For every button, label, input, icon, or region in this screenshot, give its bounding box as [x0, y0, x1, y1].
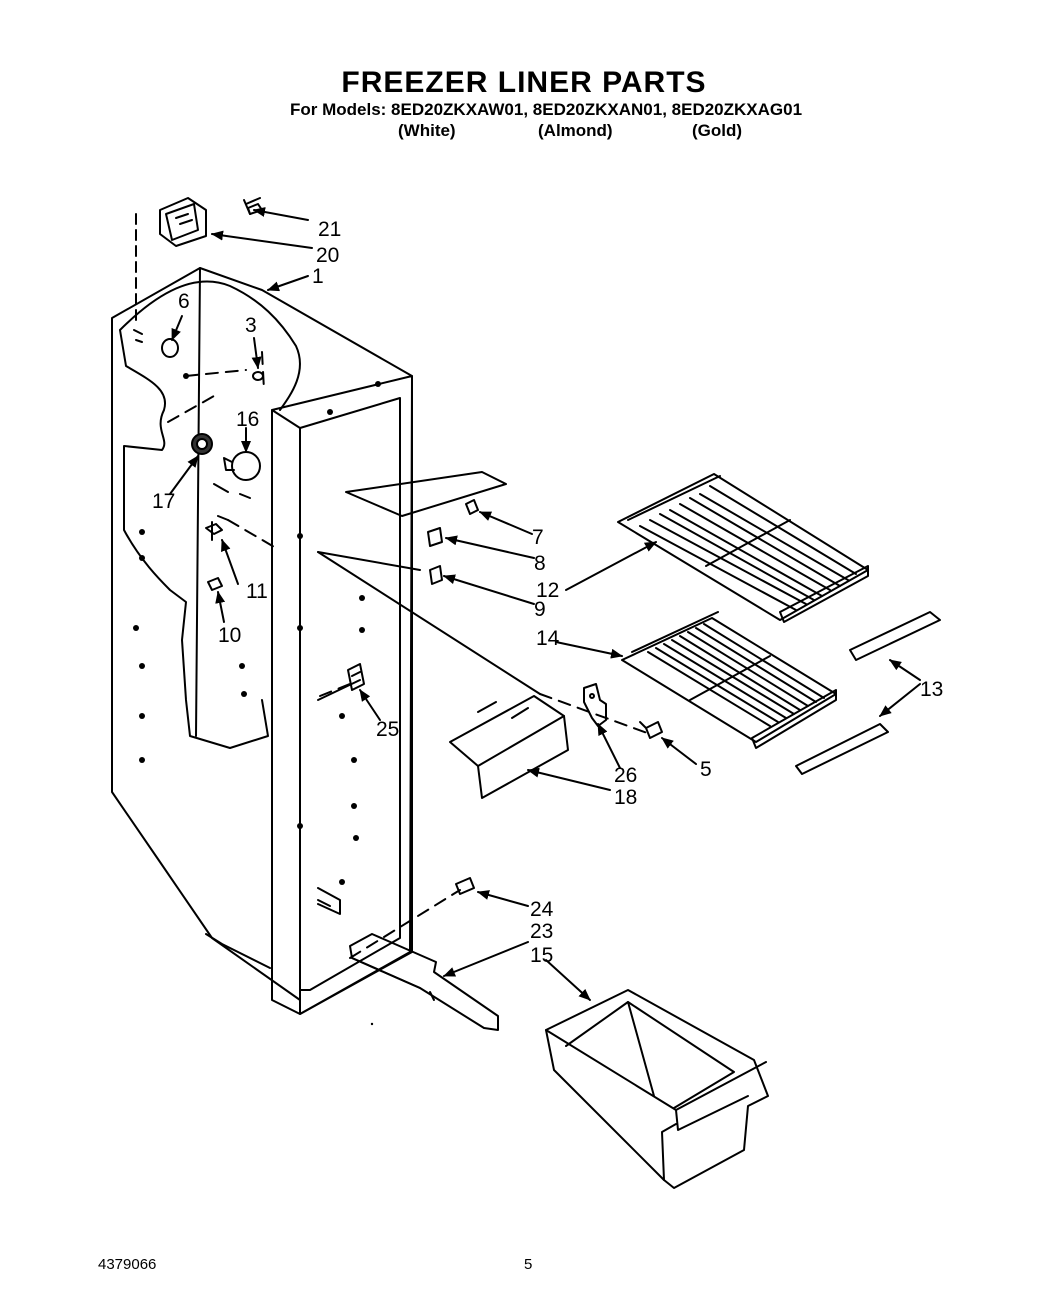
callout-9: 9 — [534, 598, 546, 621]
screw-3 — [252, 371, 264, 381]
label-card — [345, 471, 507, 517]
freezer-liner — [111, 267, 541, 1015]
callout-25: 25 — [376, 718, 399, 741]
light-socket — [191, 433, 213, 455]
footer-page-number: 5 — [524, 1256, 533, 1273]
clip-9 — [429, 565, 443, 585]
shelf-bracket-26 — [583, 683, 607, 727]
callout-3: 3 — [245, 314, 257, 337]
callout-15: 15 — [530, 944, 553, 967]
color-almond: (Almond) — [538, 121, 613, 140]
footer-part-number: 4379066 — [98, 1256, 157, 1273]
callout-16: 16 — [236, 408, 259, 431]
callout-1: 1 — [312, 265, 324, 288]
callout-21: 21 — [318, 218, 341, 241]
callout-7: 7 — [532, 526, 544, 549]
light-bulb — [223, 451, 261, 481]
callout-8: 8 — [534, 552, 546, 575]
callout-20: 20 — [316, 244, 339, 267]
callout-14: 14 — [536, 627, 560, 650]
callout-11: 11 — [246, 580, 268, 603]
callout-18: 18 — [614, 786, 637, 809]
clip-7 — [465, 499, 479, 515]
screw-5 — [639, 721, 663, 739]
shelf-support-18 — [449, 695, 569, 799]
page-title: FREEZER LINER PARTS — [341, 66, 707, 99]
callout-10: 10 — [218, 624, 241, 647]
screw-10 — [207, 577, 223, 591]
shelf-trim-13b — [795, 723, 889, 775]
shelf-trim-13a — [849, 611, 941, 661]
callout-12: 12 — [536, 579, 559, 602]
clip-25 — [347, 663, 365, 691]
assembly-lines — [167, 351, 651, 959]
callout-labels: 21 20 1 6 3 16 17 7 8 9 12 14 11 10 13 2… — [152, 218, 943, 967]
callout-13: 13 — [920, 678, 943, 701]
callout-5: 5 — [700, 758, 712, 781]
color-gold: (Gold) — [692, 121, 743, 140]
light-bracket — [135, 197, 207, 321]
screw-11 — [205, 521, 223, 541]
models-line: For Models: 8ED20ZKXAW01, 8ED20ZKXAN01, … — [290, 100, 803, 119]
bottom-bracket-23 — [349, 933, 499, 1031]
freezer-pan-15 — [545, 989, 769, 1189]
callout-23: 23 — [530, 920, 553, 943]
callout-26: 26 — [614, 764, 637, 787]
wire-shelf-14 — [621, 611, 837, 749]
leader-lines — [169, 207, 921, 1001]
plug-6 — [161, 338, 179, 358]
wire-shelf-12 — [617, 473, 869, 623]
clip-8 — [427, 527, 443, 547]
callout-17: 17 — [152, 490, 175, 513]
callout-6: 6 — [178, 290, 190, 313]
color-white: (White) — [398, 121, 456, 140]
callout-24: 24 — [530, 898, 554, 921]
